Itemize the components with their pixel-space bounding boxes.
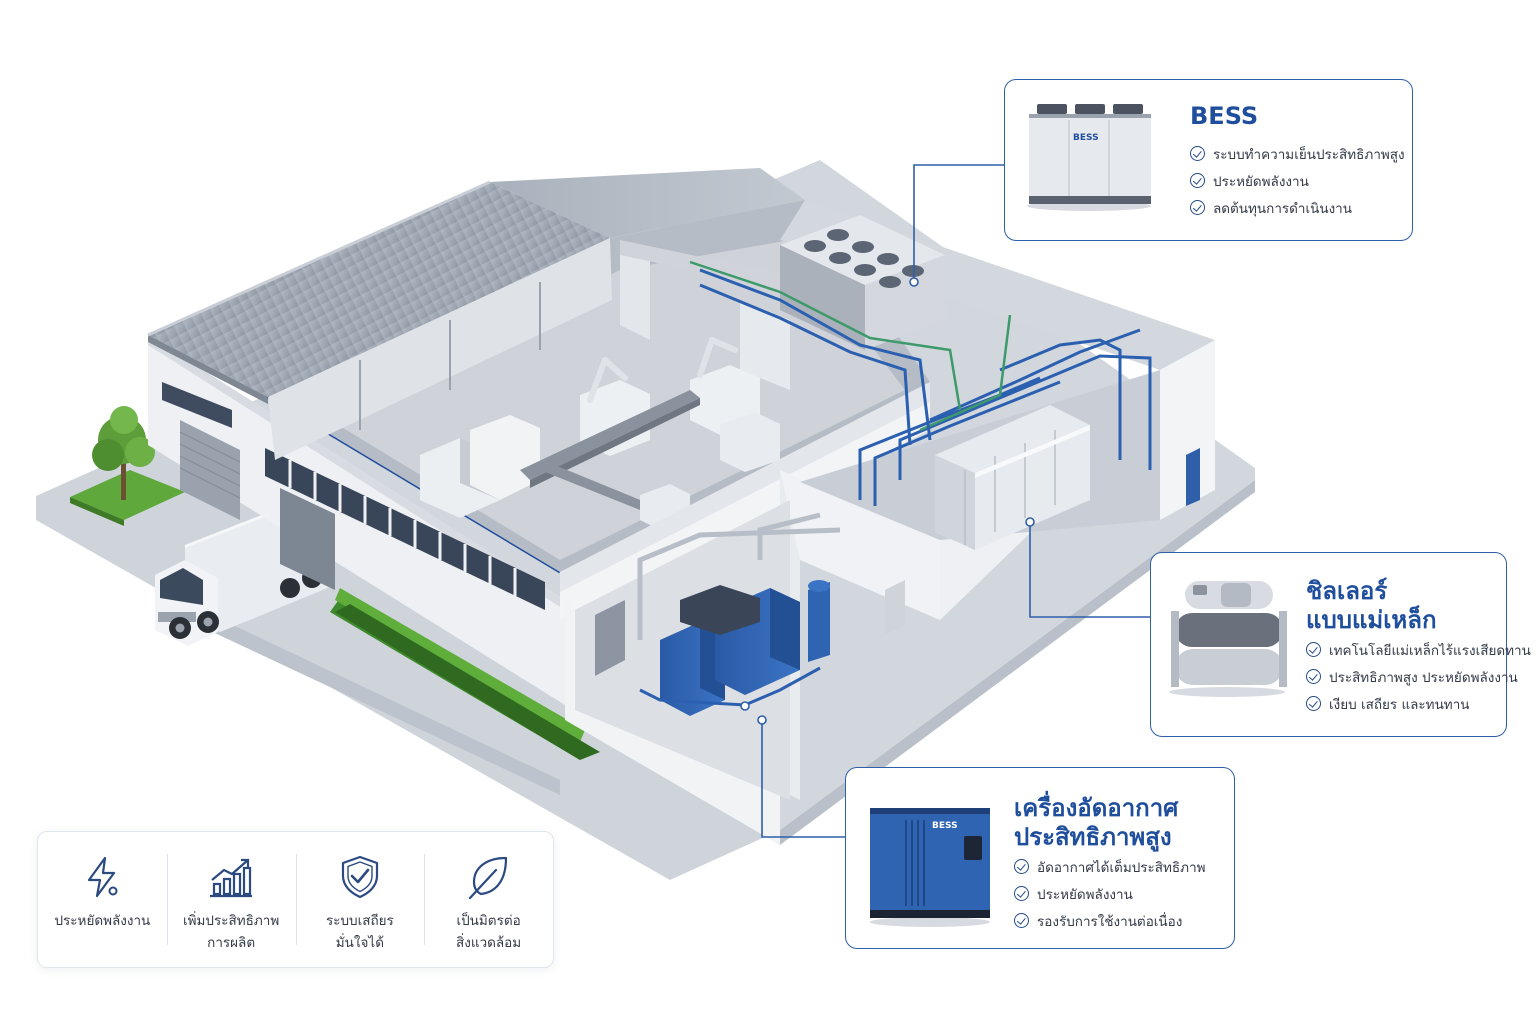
chiller-units — [935, 405, 1090, 550]
air-compressor-title: เครื่องอัดอากาศ ประสิทธิภาพสูง — [1014, 794, 1179, 851]
list-item: ประหยัดพลังงาน — [1190, 167, 1405, 194]
list-item: ลดต้นทุนการดำเนินงาน — [1190, 194, 1405, 221]
magnetic-chiller-title: ชิลเลอร์ แบบแม่เหล็ก — [1306, 577, 1437, 634]
bess-title: BESS — [1190, 102, 1259, 130]
list-item: รองรับการใช้งานต่อเนื่อง — [1014, 907, 1206, 934]
magnetic-chiller-image — [1169, 581, 1287, 697]
benefit-reliability: ระบบเสถียรมั่นใจได้ — [295, 832, 425, 967]
compressor-room — [575, 500, 905, 800]
magnetic-chiller-feature-list: เทคโนโลยีแม่เหล็กไร้แรงเสียดทาน ประสิทธิ… — [1306, 636, 1531, 717]
magnetic-chiller-callout: ชิลเลอร์ แบบแม่เหล็ก เทคโนโลยีแม่เหล็กไร… — [1150, 552, 1531, 737]
window-strip — [265, 448, 545, 610]
benefits-panel: ประหยัดพลังงาน เพิ่มประสิทธิภาพการผลิต ร… — [37, 831, 554, 968]
air-compressor-image: BESS — [870, 808, 990, 927]
list-item: เงียบ เสถียร และทนทาน — [1306, 690, 1531, 717]
compressor-unit-label: BESS — [932, 821, 958, 831]
list-item: เทคโนโลยีแม่เหล็กไร้แรงเสียดทาน — [1306, 636, 1531, 663]
bess-callout: BESS BESS ระบบทำความเย็นประสิทธิภาพสูง ป… — [1004, 79, 1413, 241]
hedge-row — [330, 588, 600, 760]
shield-check-icon — [341, 855, 378, 899]
leaf-icon — [468, 856, 507, 900]
production-machines — [420, 337, 780, 530]
list-item: ระบบทำความเย็นประสิทธิภาพสูง — [1190, 140, 1405, 167]
blue-compressor-unit — [660, 585, 800, 716]
list-item: อัดอากาศได้เต็มประสิทธิภาพ — [1014, 853, 1206, 880]
check-circle-icon — [1190, 146, 1205, 161]
check-circle-icon — [1306, 669, 1321, 684]
check-circle-icon — [1014, 859, 1029, 874]
chiller-room — [800, 314, 1160, 550]
callout-connectors — [761, 164, 1150, 838]
benefit-productivity: เพิ่มประสิทธิภาพการผลิต — [166, 832, 296, 967]
benefit-energy-saving: ประหยัดพลังงาน — [38, 832, 167, 967]
rooftop-bess-units — [689, 215, 962, 446]
check-circle-icon — [1306, 696, 1321, 711]
growth-chart-icon — [210, 858, 253, 898]
main-building — [148, 335, 565, 705]
list-item: ประสิทธิภาพสูง ประหยัดพลังงาน — [1306, 663, 1531, 690]
lightning-icon — [88, 856, 118, 898]
factory-roof — [147, 168, 805, 574]
list-item: ประหยัดพลังงาน — [1014, 880, 1206, 907]
check-circle-icon — [1014, 886, 1029, 901]
bess-unit-label: BESS — [1073, 133, 1099, 143]
check-circle-icon — [1190, 200, 1205, 215]
air-compressor-feature-list: อัดอากาศได้เต็มประสิทธิภาพ ประหยัดพลังงา… — [1014, 853, 1206, 934]
benefit-eco-friendly: เป็นมิตรต่อสิ่งแวดล้อม — [424, 832, 553, 967]
lawn-with-tree — [70, 406, 185, 526]
callout-anchor-dots — [740, 277, 1035, 725]
air-compressor-callout: BESS เครื่องอัดอากาศ ประสิทธิภาพสูง อัดอ… — [845, 767, 1235, 949]
check-circle-icon — [1190, 173, 1205, 188]
bess-feature-list: ระบบทำความเย็นประสิทธิภาพสูง ประหยัดพลัง… — [1190, 140, 1405, 221]
bess-unit-image: BESS — [1027, 104, 1151, 211]
check-circle-icon — [1306, 642, 1321, 657]
check-circle-icon — [1014, 913, 1029, 928]
